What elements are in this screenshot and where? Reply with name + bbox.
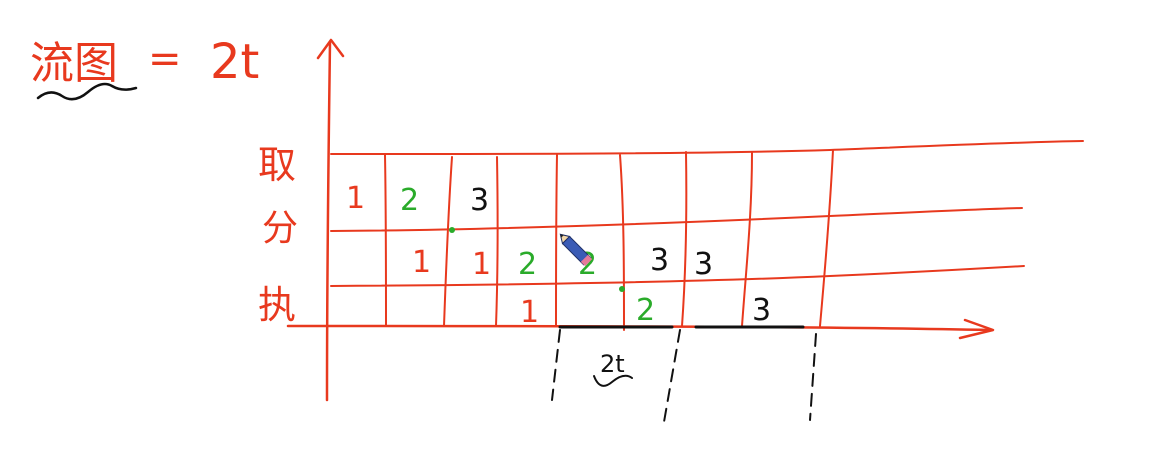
bracket-label-group: 2t bbox=[593, 350, 633, 387]
cell-dividers bbox=[384, 149, 834, 331]
divider bbox=[741, 151, 753, 327]
cell-number: 1 bbox=[520, 295, 539, 330]
divider bbox=[443, 156, 453, 327]
cell-number: 1 bbox=[346, 181, 365, 216]
cell-number: 3 bbox=[752, 293, 771, 328]
y-axis bbox=[325, 40, 332, 402]
cell-number: 3 bbox=[694, 247, 713, 282]
cell-number: 2 bbox=[518, 247, 537, 282]
divider bbox=[495, 156, 499, 327]
stage-line-2 bbox=[330, 207, 1023, 232]
title-group: 流图 = 2t bbox=[30, 34, 259, 101]
dashed-line bbox=[809, 333, 817, 421]
axes bbox=[286, 38, 995, 402]
cell-number: 2 bbox=[400, 183, 419, 218]
row-label-execute: 执 bbox=[258, 283, 296, 327]
cell-number: 3 bbox=[650, 243, 669, 278]
row-labels: 取 分 执 bbox=[258, 143, 298, 327]
title-underline-squiggle bbox=[36, 82, 138, 101]
bracket-label-squiggle bbox=[593, 374, 633, 387]
cell-number: 2 bbox=[636, 293, 655, 328]
row-label-decode: 分 bbox=[262, 208, 298, 249]
cell-number: 1 bbox=[472, 247, 491, 282]
title-label: 流图 bbox=[30, 38, 118, 89]
row1-cells: 1 2 3 bbox=[346, 181, 489, 218]
stage-line-top bbox=[330, 140, 1084, 155]
stage-lines bbox=[330, 140, 1084, 287]
y-axis-arrowhead bbox=[316, 38, 345, 60]
green-dot bbox=[619, 286, 625, 292]
dashed-brackets bbox=[551, 329, 817, 423]
dashed-line bbox=[551, 329, 561, 401]
row3-cells: 1 2 3 bbox=[520, 293, 771, 330]
stage-line-3 bbox=[330, 265, 1025, 287]
row2-cells: 1 1 2 2 3 3 bbox=[412, 243, 713, 282]
pencil-icon bbox=[559, 233, 593, 267]
divider bbox=[619, 154, 625, 331]
title-equals: = bbox=[148, 36, 182, 82]
dashed-line bbox=[663, 329, 681, 423]
title-value: 2t bbox=[210, 34, 259, 90]
divider bbox=[681, 151, 688, 327]
divider bbox=[819, 149, 834, 327]
bracket-label: 2t bbox=[600, 350, 625, 378]
cell-number: 1 bbox=[412, 245, 431, 280]
cell-number: 3 bbox=[470, 183, 489, 218]
divider bbox=[555, 154, 558, 327]
green-dot bbox=[449, 227, 455, 233]
row-label-fetch: 取 bbox=[258, 143, 296, 187]
x-axis-arrowhead bbox=[958, 318, 995, 340]
divider bbox=[384, 154, 387, 327]
